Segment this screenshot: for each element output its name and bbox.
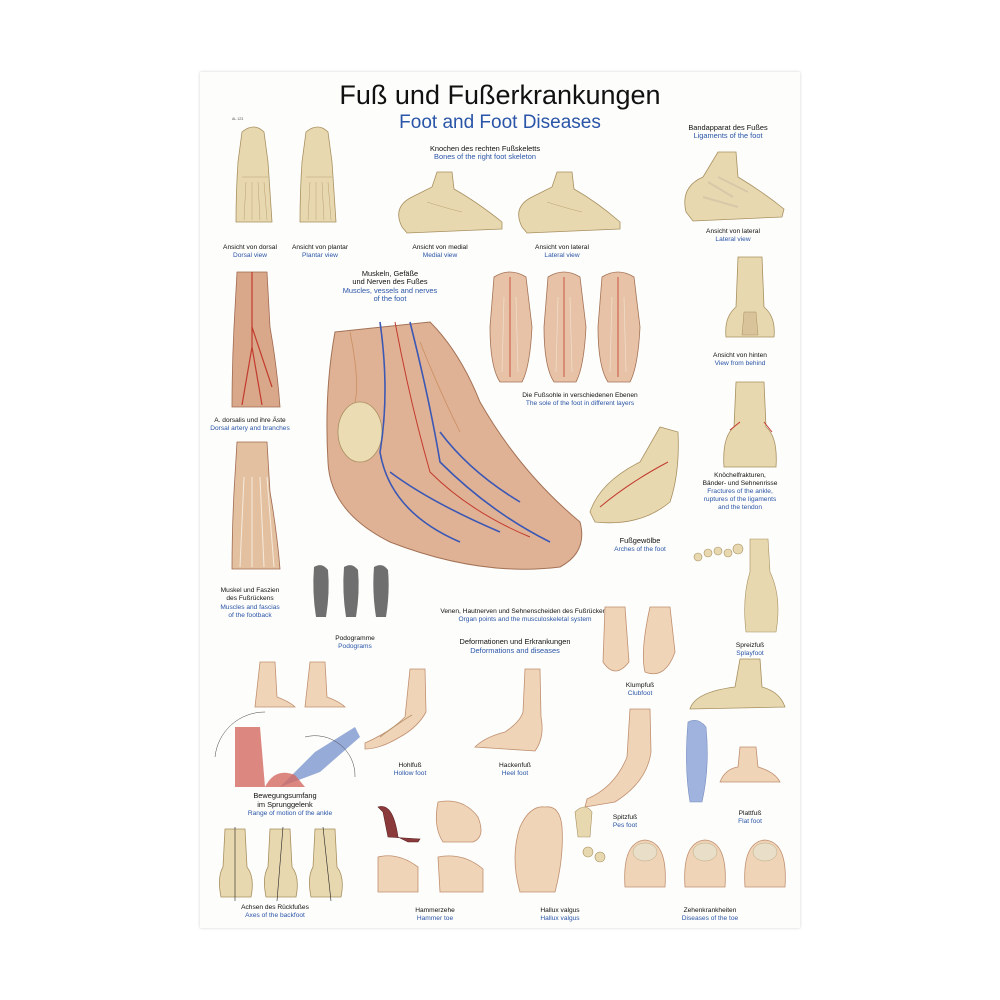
hallux-valgus-figure bbox=[514, 806, 606, 893]
caption-hollow-de: Hohlfuß bbox=[398, 762, 422, 769]
caption-plantar-en: Plantar view bbox=[302, 252, 338, 259]
poster-code: AL 123 bbox=[232, 117, 244, 121]
caption-rom-de1: Bewegungsumfang bbox=[253, 791, 317, 800]
caption-fascia-de1: Muskel und Faszien bbox=[220, 587, 280, 594]
caption-arches-de: Fußgewölbe bbox=[619, 536, 661, 545]
skeleton-heading-en: Bones of the right foot skeleton bbox=[434, 152, 536, 161]
deformations-heading-de: Deformationen und Erkrankungen bbox=[459, 637, 571, 646]
ankle-range-of-motion-figure bbox=[214, 661, 360, 787]
medial-lateral-skeleton-figure bbox=[398, 171, 621, 234]
caption-flat-en: Flat foot bbox=[738, 818, 762, 825]
footback-fascia-figure bbox=[231, 441, 281, 570]
clubfoot-figure bbox=[602, 606, 676, 675]
caption-splayfoot-en: Splayfoot bbox=[736, 650, 764, 657]
caption-artery-en: Dorsal artery and branches bbox=[210, 425, 290, 432]
caption-fracture-en1: Fractures of the ankle, bbox=[707, 488, 773, 495]
caption-sole-de: Die Fußsohle in verschiedenen Ebenen bbox=[522, 392, 638, 399]
muscles-heading-en1: Muscles, vessels and nerves bbox=[342, 286, 438, 295]
ligaments-heading-de: Bandapparat des Fußes bbox=[688, 123, 768, 132]
caption-lateral-en: Lateral view bbox=[544, 252, 580, 259]
caption-hallux-de: Hallux valgus bbox=[540, 907, 580, 914]
caption-fracture-de2: Bänder- und Sehnenrisse bbox=[702, 480, 778, 487]
caption-dorsal-de: Ansicht von dorsal bbox=[223, 244, 277, 251]
caption-pes-de: Spitzfuß bbox=[612, 814, 638, 821]
backfoot-axes-figure bbox=[219, 826, 343, 902]
caption-dorsal-en: Dorsal view bbox=[232, 252, 268, 259]
anatomy-poster: Fuß und Fußerkrankungen Foot and Foot Di… bbox=[200, 72, 800, 928]
hollow-foot-figure bbox=[364, 668, 427, 750]
caption-clubfoot-de: Klumpfuß bbox=[625, 682, 655, 689]
caption-podogram-de: Podogramme bbox=[335, 635, 375, 642]
caption-toe-en: Diseases of the toe bbox=[681, 915, 739, 922]
muscles-heading-en2: of the foot bbox=[373, 294, 407, 303]
flat-foot-figure bbox=[686, 658, 786, 803]
caption-flat-de: Plattfuß bbox=[738, 810, 762, 817]
caption-lig-lateral-en: Lateral view bbox=[715, 236, 751, 243]
ligaments-figure bbox=[684, 151, 785, 222]
caption-arches-en: Arches of the foot bbox=[614, 546, 666, 553]
caption-plantar-de: Ansicht von plantar bbox=[291, 244, 349, 251]
caption-splayfoot-de: Spreizfuß bbox=[735, 642, 765, 649]
caption-hollow-en: Hollow foot bbox=[393, 770, 427, 777]
ankle-behind-figure bbox=[725, 256, 775, 338]
poster-subtitle: Foot and Foot Diseases bbox=[399, 112, 601, 133]
dorsal-plantar-skeleton-figure bbox=[235, 126, 337, 223]
ligaments-heading-en: Ligaments of the foot bbox=[693, 131, 763, 140]
caption-behind-en: View from behind bbox=[714, 360, 766, 367]
caption-rom-en: Range of motion of the ankle bbox=[247, 810, 333, 817]
muscles-heading-de2: und Nerven des Fußes bbox=[352, 277, 428, 286]
caption-fracture-de1: Knöchelfrakturen, bbox=[714, 472, 766, 479]
pes-foot-figure bbox=[584, 708, 652, 808]
caption-lig-lateral-de: Ansicht von lateral bbox=[706, 228, 760, 235]
hammer-toe-figure bbox=[377, 800, 484, 893]
caption-fascia-en2: of the footback bbox=[228, 612, 272, 619]
caption-artery-de: A. dorsalis und ihre Äste bbox=[214, 417, 286, 424]
caption-toe-de: Zehenkrankheiten bbox=[683, 907, 737, 914]
muscles-vessels-nerves-figure bbox=[326, 321, 583, 570]
splayfoot-figure bbox=[693, 538, 779, 633]
heel-foot-figure bbox=[474, 668, 543, 752]
caption-hallux-en: Hallux valgus bbox=[540, 915, 580, 922]
caption-pes-en: Pes foot bbox=[612, 822, 638, 829]
caption-hammer-en: Hammer toe bbox=[416, 915, 454, 922]
caption-rom-de2: im Sprunggelenk bbox=[257, 800, 313, 809]
dorsal-artery-figure bbox=[231, 271, 281, 408]
caption-behind-de: Ansicht von hinten bbox=[713, 352, 767, 359]
deformations-heading-en: Deformations and diseases bbox=[470, 646, 560, 655]
caption-fascia-en1: Muscles and fascias bbox=[220, 604, 280, 611]
caption-backfoot-en: Axes of the backfoot bbox=[245, 912, 305, 919]
caption-fascia-de2: des Fußrückens bbox=[226, 595, 274, 602]
caption-lateral-de: Ansicht von lateral bbox=[535, 244, 589, 251]
ankle-fracture-figure bbox=[723, 381, 777, 468]
caption-heel-en: Heel foot bbox=[501, 770, 529, 777]
caption-veins-de: Venen, Hautnerven und Sehnenscheiden des… bbox=[440, 608, 610, 615]
muscles-heading-de1: Muskeln, Gefäße bbox=[361, 269, 419, 278]
caption-fracture-en2: ruptures of the ligaments bbox=[703, 496, 777, 503]
caption-heel-de: Hackenfuß bbox=[499, 762, 531, 769]
caption-medial-de: Ansicht von medial bbox=[412, 244, 468, 251]
caption-clubfoot-en: Clubfoot bbox=[627, 690, 653, 697]
podogram-figure bbox=[313, 565, 389, 617]
caption-podogram-en: Podograms bbox=[338, 643, 372, 650]
caption-hammer-de: Hammerzehe bbox=[415, 907, 455, 914]
arches-figure bbox=[589, 426, 679, 524]
caption-veins-en: Organ points and the musculoskeletal sys… bbox=[458, 616, 592, 623]
toe-diseases-figure bbox=[624, 839, 786, 888]
caption-medial-en: Medial view bbox=[422, 252, 458, 259]
caption-sole-en: The sole of the foot in different layers bbox=[525, 400, 635, 407]
caption-fracture-en3: and the tendon bbox=[718, 504, 762, 511]
caption-backfoot-de: Achsen des Rückfußes bbox=[241, 904, 309, 911]
poster-title: Fuß und Fußerkrankungen bbox=[339, 80, 661, 110]
skeleton-heading-de: Knochen des rechten Fußskeletts bbox=[429, 144, 541, 153]
sole-layers-figure bbox=[489, 271, 641, 383]
